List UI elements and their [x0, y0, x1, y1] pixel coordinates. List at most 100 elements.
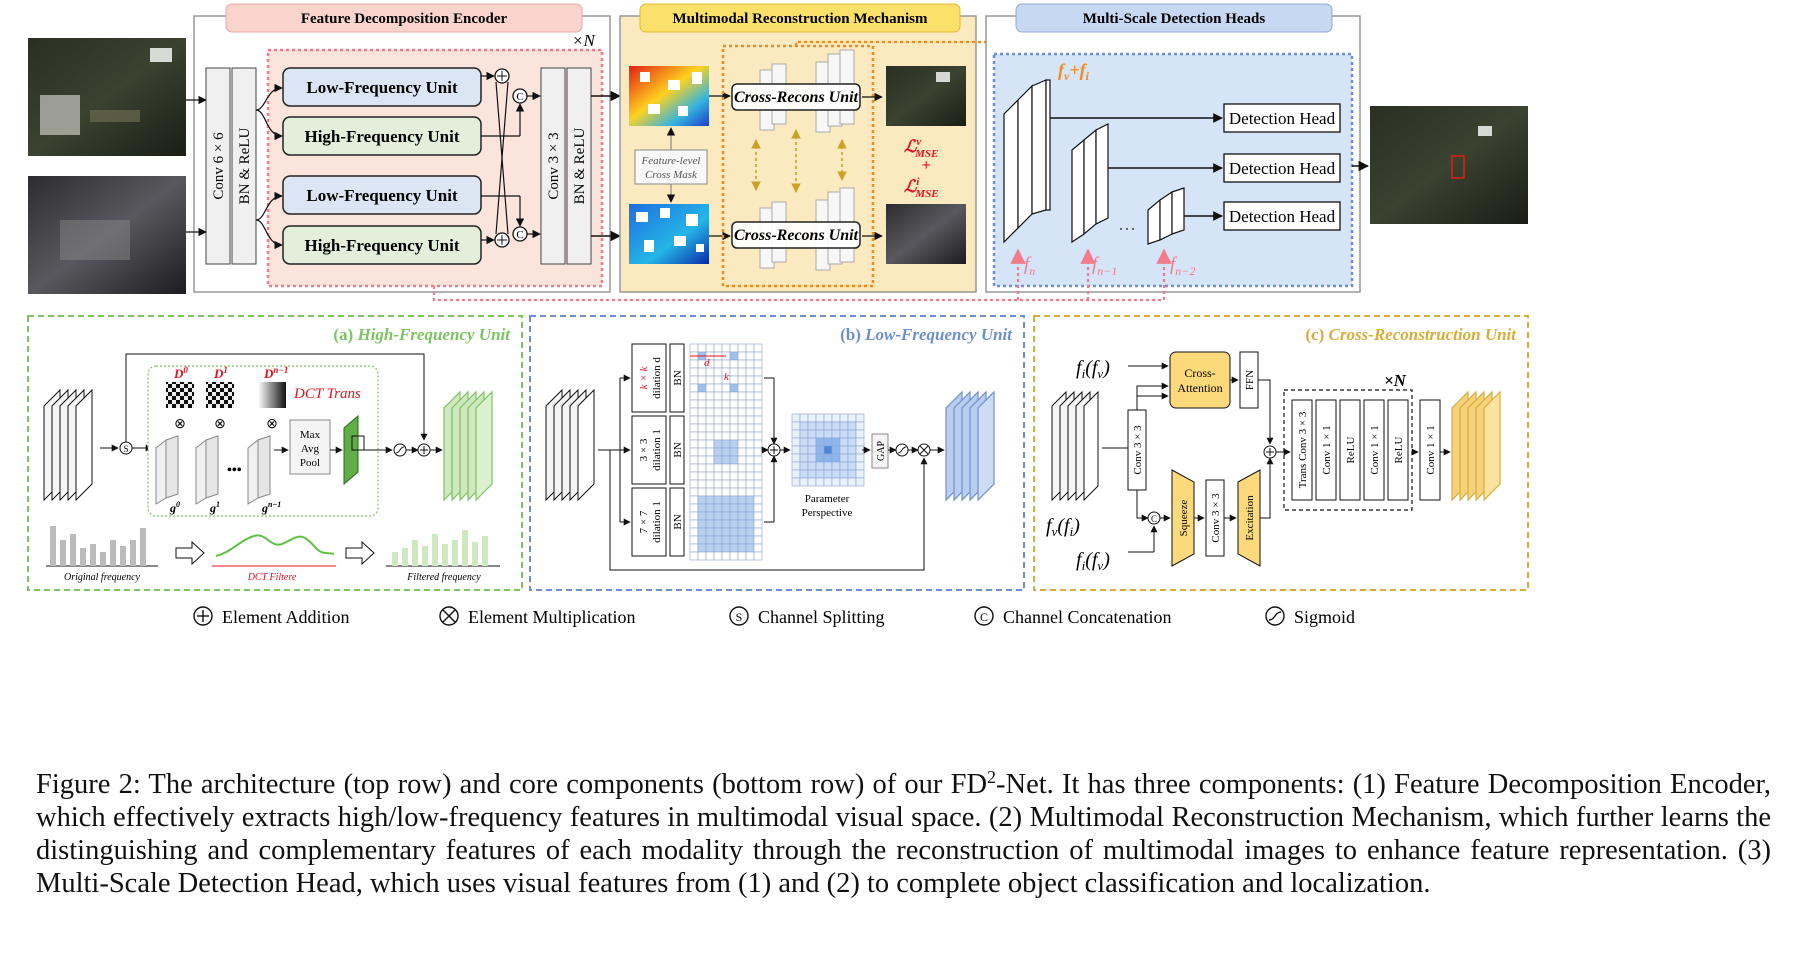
cr-input-top: fi(fv)	[1076, 357, 1110, 381]
encoder-title-box	[225, 3, 583, 33]
svg-text:fn: fn	[1024, 254, 1035, 278]
svg-text:BN: BN	[672, 370, 684, 385]
dct-basis-d1: D1	[206, 365, 234, 408]
svg-text:GAP: GAP	[876, 441, 887, 461]
heads-title-box	[1015, 3, 1333, 33]
dilation-d-label: d	[704, 357, 710, 369]
high-frequency-unit-1: High-Frequency Unit	[282, 116, 482, 156]
arrow-to-filtered	[345, 540, 375, 566]
svg-text:C: C	[980, 610, 988, 624]
rgb-input-image	[28, 38, 186, 156]
svg-text:k × k: k × k	[638, 366, 650, 390]
lf-panel-title: (b) Low-Frequency Unit	[840, 325, 1013, 344]
svg-text:3 × 3: 3 × 3	[638, 438, 650, 461]
g0-label: g0	[169, 500, 180, 515]
svg-text:D0: D0	[173, 365, 188, 381]
svg-text:DCT Filtere: DCT Filtere	[247, 572, 297, 583]
gap-block: GAP	[871, 433, 889, 469]
svg-text:Squeeze: Squeeze	[1178, 500, 1190, 537]
dct-group-g1	[195, 435, 219, 505]
svg-text:S: S	[736, 610, 743, 624]
pyramid-ellipsis: …	[1118, 214, 1136, 234]
heads-title: Multi-Scale Detection Heads	[1083, 11, 1266, 27]
detection-head-1: Detection Head	[1223, 103, 1341, 133]
cr-conv11-2: Conv 1 × 1	[1363, 399, 1385, 501]
dct-trans-label: DCT Trans	[293, 386, 361, 402]
svg-text:Attention: Attention	[1177, 381, 1222, 395]
dct-basis-dn: Dn−1	[258, 365, 288, 408]
kernel-7x7-grid	[689, 487, 763, 561]
svg-text:Pool: Pool	[300, 457, 320, 469]
parameter-perspective-grid	[791, 413, 865, 487]
cr-conv33-middle: Conv 3 × 3	[1205, 479, 1225, 557]
mrm-title-box	[639, 3, 961, 33]
masked-ir-feature-map	[629, 204, 709, 264]
ffn-block: FFN	[1239, 351, 1259, 409]
svg-text:Conv 1 × 1: Conv 1 × 1	[1369, 425, 1381, 474]
svg-text:Conv 3 × 3: Conv 3 × 3	[1210, 493, 1222, 543]
lf-branch-3: 7 × 7 dilation 1 BN	[631, 487, 685, 557]
svg-text:Cross-Recons Unit: Cross-Recons Unit	[734, 227, 859, 244]
encoder-concat-2: C	[512, 226, 528, 242]
svg-text:Element Multiplication: Element Multiplication	[468, 607, 635, 627]
reconstructed-ir-image	[886, 204, 966, 264]
encoder-concat-1: C	[512, 88, 528, 104]
svg-text:C: C	[516, 229, 523, 241]
feature-pyramid-level-n2	[1147, 187, 1185, 245]
dilated-kernel-grid	[689, 343, 763, 417]
svg-text:fn−2: fn−2	[1170, 254, 1195, 278]
encoder-repeat-label: ×N	[572, 31, 596, 50]
svg-text:C: C	[516, 91, 523, 103]
svg-text:ReLU: ReLU	[1393, 437, 1405, 464]
cr-conv11-out: Conv 1 × 1	[1419, 399, 1441, 501]
cross-recons-region	[721, 44, 875, 288]
g1-label: g1	[209, 500, 220, 515]
svg-text:S: S	[123, 444, 128, 454]
detection-head-2: Detection Head	[1223, 153, 1341, 183]
high-frequency-unit-2-label: High-Frequency Unit	[304, 236, 459, 255]
hf-panel-title: (a) High-Frequency Unit	[333, 325, 511, 344]
svg-text:D1: D1	[213, 365, 228, 381]
svg-text:Excitation: Excitation	[1244, 495, 1256, 541]
encoder-add-1	[494, 68, 510, 84]
cr-repeat-label: ×N	[1384, 371, 1407, 390]
filtered-frequency-chart: Filtered frequency	[386, 530, 500, 583]
bn-relu-input-label: BN & ReLU	[237, 128, 253, 205]
svg-text:BN: BN	[672, 514, 684, 529]
lf-output-feature-stack	[945, 390, 995, 502]
dct-basis-d0: D0	[166, 365, 194, 408]
svg-text:Filtered frequency: Filtered frequency	[406, 572, 481, 583]
bn-relu-output-label: BN & ReLU	[572, 128, 588, 205]
bn-relu-output-block	[566, 67, 592, 265]
dct-ellipsis: •••	[227, 463, 242, 478]
arrow-to-dct-filter	[175, 540, 205, 566]
svg-text:Max: Max	[300, 429, 321, 441]
svg-text:C: C	[1151, 514, 1157, 524]
svg-text:+: +	[921, 157, 930, 174]
conv-input-label: Conv 6 × 6	[211, 132, 227, 200]
lf-input-feature-stack	[545, 388, 595, 502]
detection-head-3: Detection Head	[1223, 201, 1341, 231]
squeeze-block: Squeeze	[1171, 469, 1195, 567]
svg-text:Conv 1 × 1: Conv 1 × 1	[1321, 425, 1333, 474]
cr-panel-title: (c) Cross-Reconstruction Unit	[1305, 325, 1517, 344]
parameter-perspective-label-2: Perspective	[802, 507, 853, 519]
svg-text:dilation 1: dilation 1	[651, 429, 663, 471]
low-frequency-unit-1: Low-Frequency Unit	[282, 67, 482, 107]
figure-caption: Figure 2: The architecture (top row) and…	[36, 767, 1771, 899]
hf-output-feature-stack	[443, 390, 493, 502]
kernel-3x3-grid	[689, 415, 763, 489]
lf-add-node	[767, 443, 781, 457]
original-frequency-chart: Original frequency	[46, 526, 158, 583]
svg-text:Detection Head: Detection Head	[1229, 159, 1336, 178]
dct-group-g0	[155, 435, 179, 505]
svg-text:ReLU: ReLU	[1345, 437, 1357, 464]
cr-concat-node: C	[1147, 511, 1161, 525]
reconstructed-rgb-image	[886, 66, 966, 126]
cross-recons-unit-bottom: Cross-Recons Unit	[731, 221, 861, 249]
high-frequency-unit-1-label: High-Frequency Unit	[304, 127, 459, 146]
lf-branch-1: k × k dilation d BN	[631, 343, 685, 413]
cr-relu-2: ReLU	[1387, 399, 1409, 501]
